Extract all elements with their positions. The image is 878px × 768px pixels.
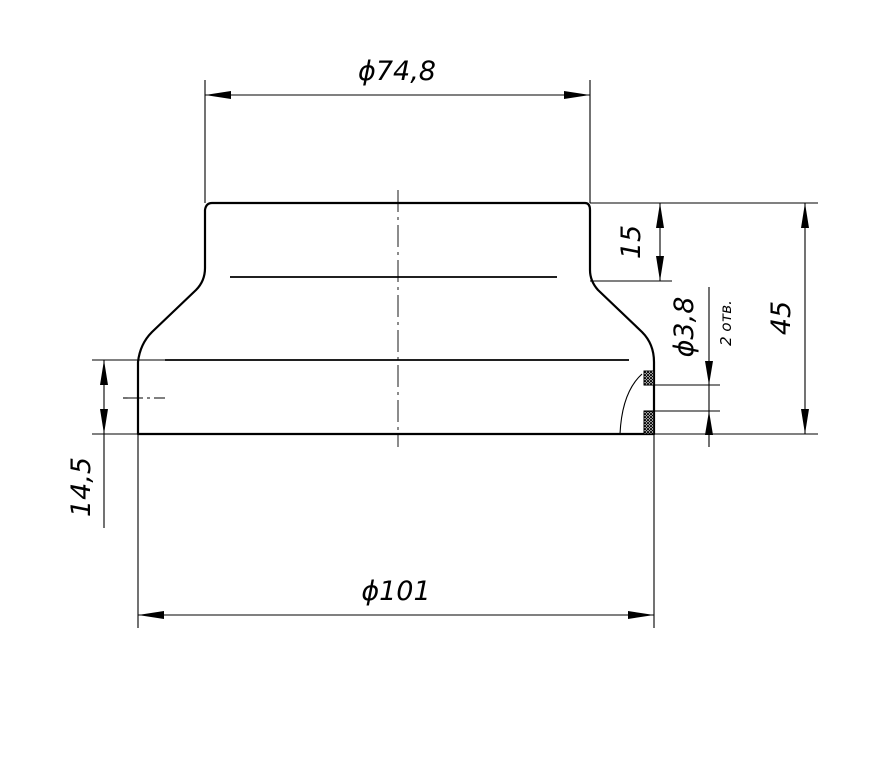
top-diameter-label: ϕ74,8	[358, 56, 436, 87]
dimension-base-height: 14,5	[66, 359, 165, 528]
dimension-bottom-diameter: ϕ101	[137, 434, 655, 628]
hole-count-label: 2 отв.	[717, 300, 735, 346]
hole-section-hatch-top	[643, 370, 655, 386]
total-height-label: 45	[766, 301, 797, 335]
dimension-top-height: 15	[590, 202, 672, 282]
top-height-label: 15	[616, 225, 647, 259]
hole-diameter-label: ϕ3,8	[669, 297, 700, 358]
bottom-diameter-label: ϕ101	[361, 576, 430, 607]
part-outline	[123, 190, 656, 447]
dimension-hole: ϕ3,8 2 отв.	[654, 287, 735, 447]
base-height-label: 14,5	[66, 457, 97, 517]
dimension-top-diameter: ϕ74,8	[204, 56, 591, 203]
dimension-total-height: 45	[590, 202, 818, 435]
hole-section-hatch-bottom	[643, 410, 655, 435]
